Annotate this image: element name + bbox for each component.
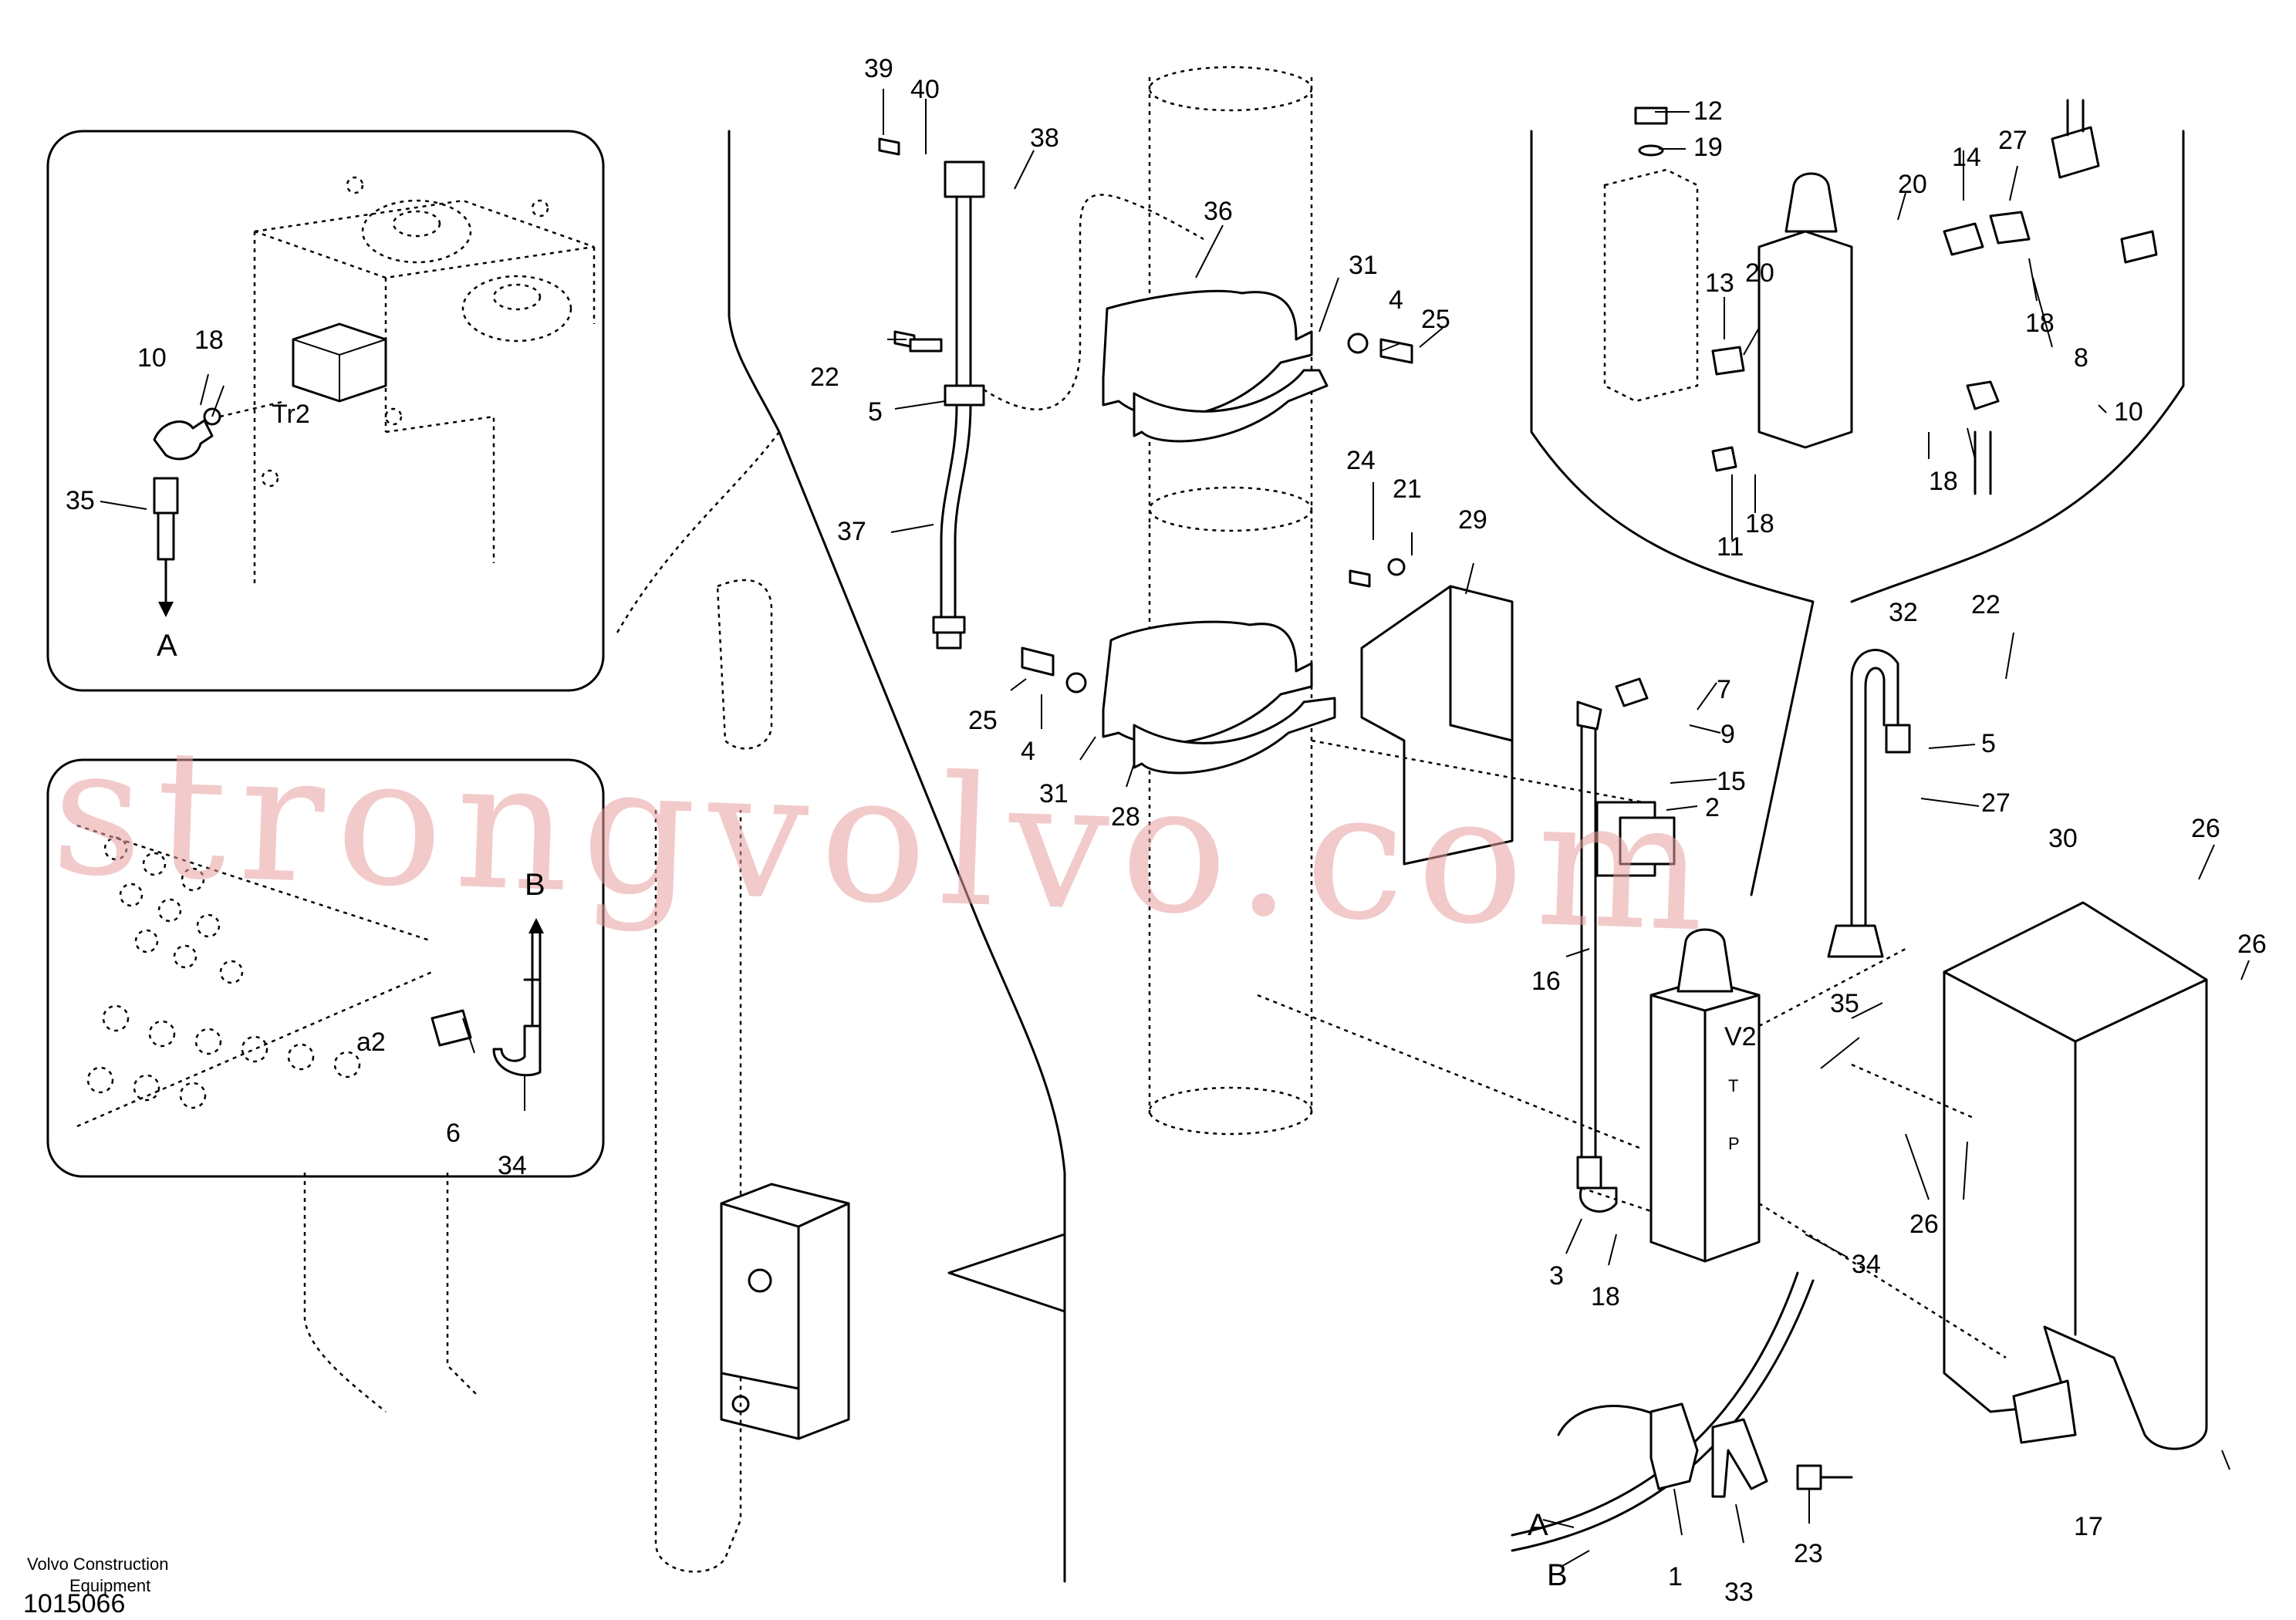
callout: 27 xyxy=(1981,788,2011,818)
callout: 25 xyxy=(1421,305,1450,334)
view-a-arrow-label: A xyxy=(157,629,177,663)
callout: 34 xyxy=(498,1151,527,1180)
hose-end-b: B xyxy=(1547,1558,1568,1592)
callout: 10 xyxy=(137,343,167,373)
marker-a2: a2 xyxy=(356,1028,386,1057)
detail-view-a xyxy=(46,130,605,692)
callout: 25 xyxy=(968,706,998,735)
bracket-29 xyxy=(1360,585,1514,866)
callout: 20 xyxy=(1745,258,1774,288)
callout: 23 xyxy=(1794,1539,1823,1568)
callout: 28 xyxy=(1111,802,1140,832)
callout: 33 xyxy=(1724,1578,1754,1607)
boom-outline xyxy=(303,66,2185,1583)
callout: 18 xyxy=(1591,1282,1620,1311)
callout: 40 xyxy=(910,75,940,104)
callout: 7 xyxy=(1717,675,1731,704)
assembly-lines xyxy=(1257,739,2007,1359)
callout: 9 xyxy=(1720,720,1735,749)
drawing-number: 1015066 xyxy=(23,1589,125,1618)
view-b-arrow-label: B xyxy=(525,868,545,902)
callout: 37 xyxy=(837,517,866,546)
hose-end-a: A xyxy=(1528,1508,1548,1542)
callout: 11 xyxy=(1717,532,1744,562)
callout: 6 xyxy=(446,1119,461,1148)
callout: 5 xyxy=(868,397,883,427)
cover-30 xyxy=(1943,901,2208,1450)
solenoid-valve-2 xyxy=(1595,677,1676,877)
callout: 2 xyxy=(1705,793,1720,822)
callout: 16 xyxy=(1531,967,1561,996)
callout: 14 xyxy=(1952,143,1981,172)
callout: 19 xyxy=(1693,133,1723,162)
callout: 13 xyxy=(1705,268,1734,298)
callout: 31 xyxy=(1349,251,1378,280)
upper-clamp-group xyxy=(878,137,1413,775)
callout: 21 xyxy=(1393,474,1422,504)
lower-hoses xyxy=(1511,1271,1853,1552)
callout: 24 xyxy=(1346,446,1376,475)
callout: 8 xyxy=(2074,343,2088,373)
callout: 22 xyxy=(1971,590,2001,619)
callout: 38 xyxy=(1030,123,1059,153)
callout: 26 xyxy=(2237,930,2267,959)
detail-view-top-right xyxy=(1603,99,2158,495)
callout: 10 xyxy=(2114,397,2143,427)
callout: 5 xyxy=(1981,729,1996,758)
bracket-29-fold xyxy=(1449,585,1514,742)
company-name-line2: Equipment xyxy=(69,1576,150,1595)
pipe-32 xyxy=(1827,649,1911,958)
callout: 22 xyxy=(810,363,839,392)
callout: 4 xyxy=(1389,285,1403,315)
hose-16 xyxy=(1576,700,1618,1213)
callout: 12 xyxy=(1693,96,1723,126)
valve-mark-p: P xyxy=(1728,1134,1740,1153)
callout: 26 xyxy=(1909,1210,1939,1239)
callout-labels: 39 40 38 36 31 4 25 22 5 37 24 21 29 25 … xyxy=(66,54,2267,1607)
callout: 15 xyxy=(1717,767,1746,796)
callout: 30 xyxy=(2048,824,2078,853)
callout: 35 xyxy=(66,486,95,515)
callout: 18 xyxy=(2025,309,2055,338)
callout: 31 xyxy=(1039,779,1069,808)
leader-lines xyxy=(100,89,2250,1567)
company-name-line1: Volvo Construction xyxy=(27,1554,168,1574)
callout: 32 xyxy=(1889,598,1918,627)
electrical-box xyxy=(720,1183,850,1440)
callout: 1 xyxy=(1668,1562,1683,1591)
valve-mark-v2: V2 xyxy=(1724,1022,1757,1051)
valve-block xyxy=(1649,928,1761,1263)
callout: 27 xyxy=(1998,126,2028,155)
callout: 4 xyxy=(1021,737,1035,766)
callout: 26 xyxy=(2191,814,2220,843)
callout: 29 xyxy=(1458,505,1487,535)
callout: 34 xyxy=(1852,1250,1881,1279)
callout: 20 xyxy=(1898,170,1927,199)
callout: 17 xyxy=(2074,1512,2103,1541)
detail-view-b xyxy=(46,758,605,1178)
callout: 39 xyxy=(864,54,893,83)
callout: 3 xyxy=(1549,1261,1564,1291)
callout: 18 xyxy=(1745,509,1774,538)
callout: 36 xyxy=(1204,197,1233,226)
callout: 35 xyxy=(1830,989,1859,1018)
callout: 18 xyxy=(1929,467,1958,496)
marker-tr2: Tr2 xyxy=(272,400,310,429)
callout: 18 xyxy=(194,326,224,355)
valve-mark-t: T xyxy=(1728,1076,1738,1095)
